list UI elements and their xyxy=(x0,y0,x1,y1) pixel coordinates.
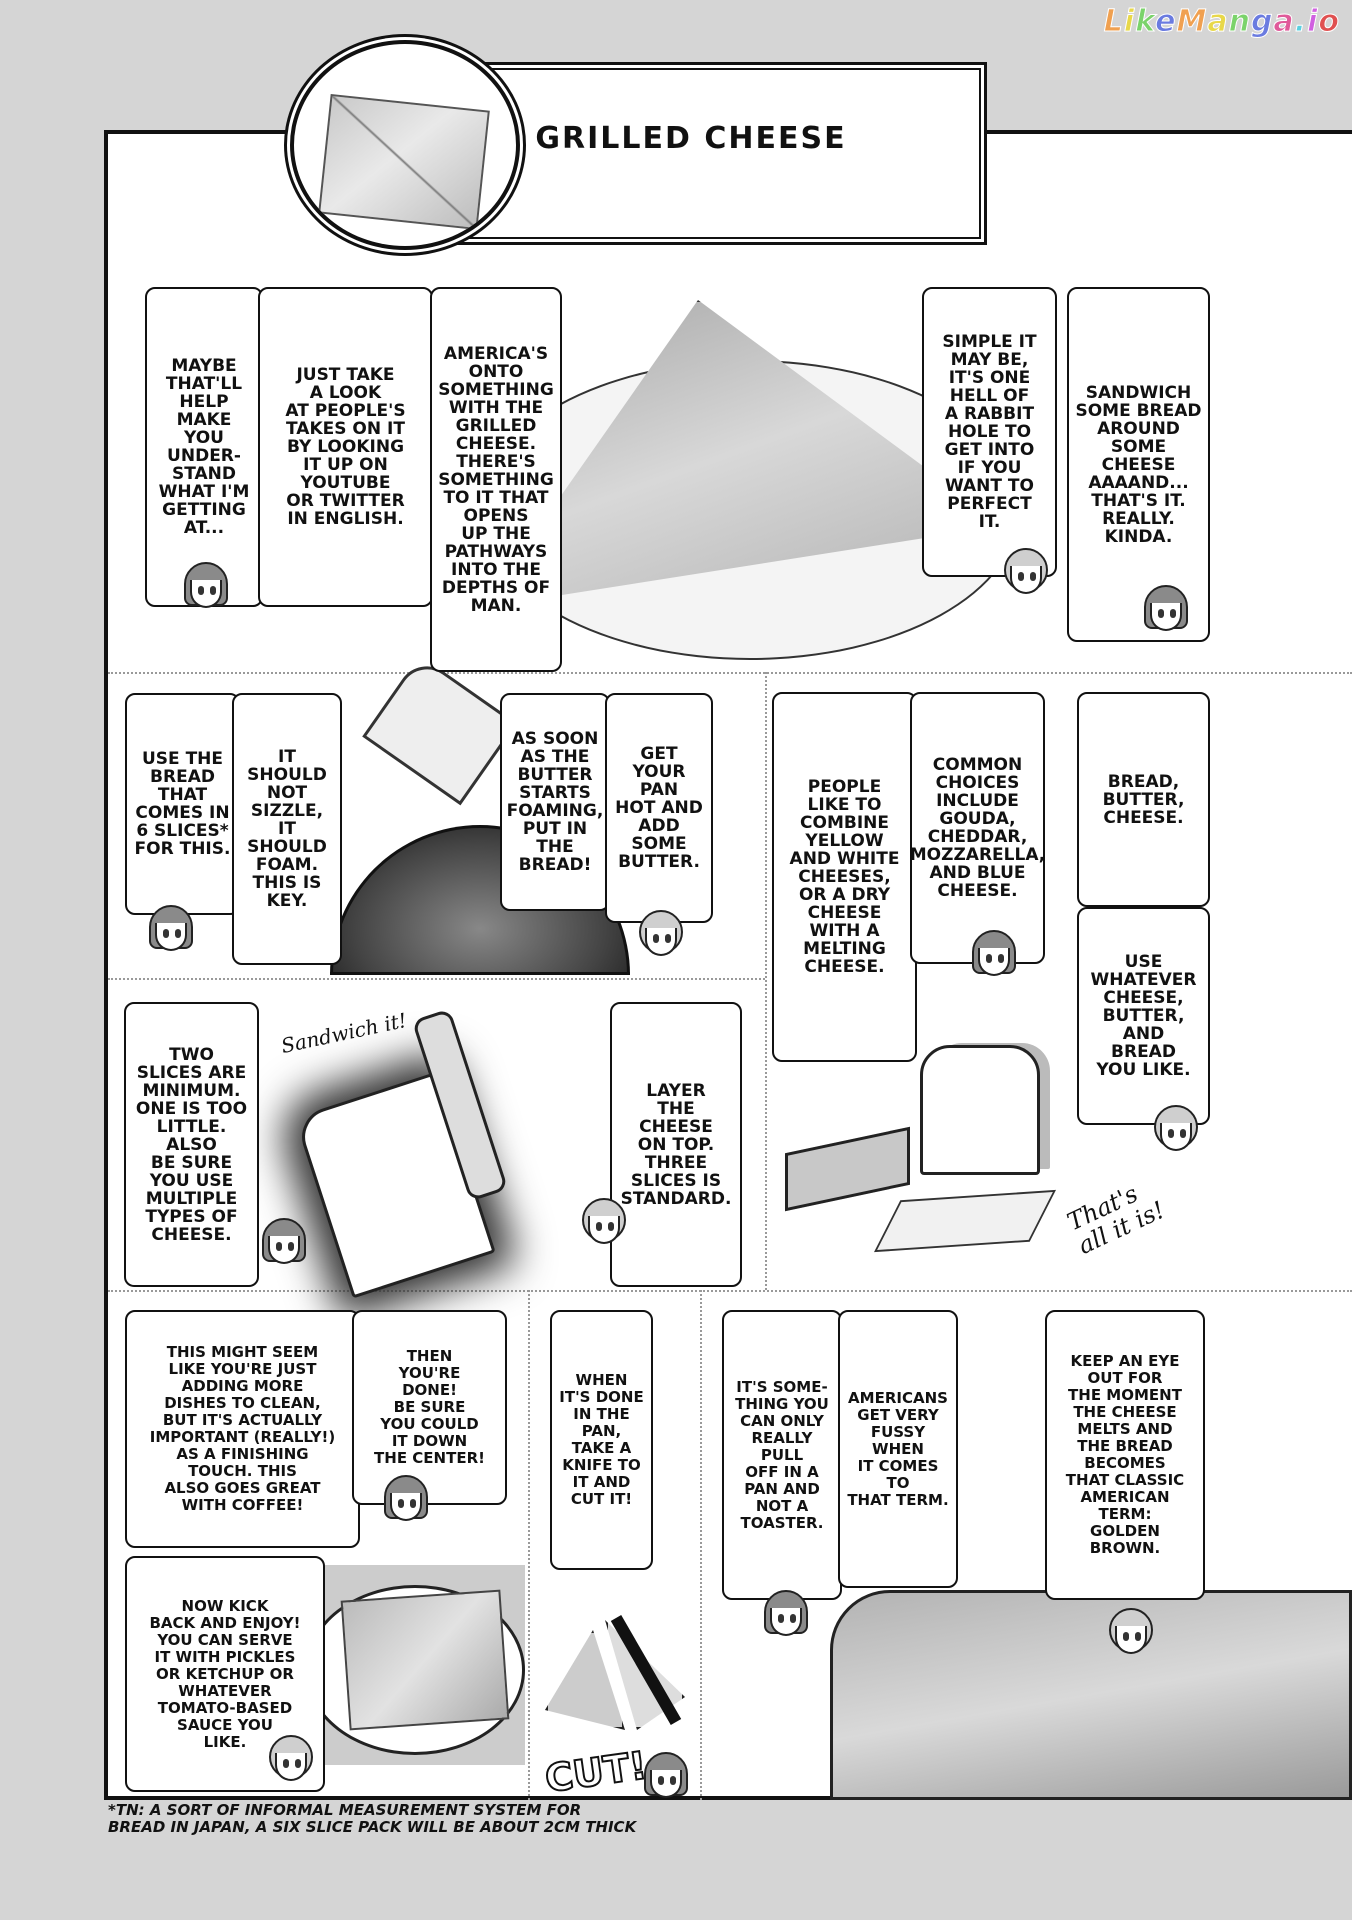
speech-bubble: AS SOON AS THE BUTTER STARTS FOAMING, PU… xyxy=(500,693,610,911)
speech-bubble: THEN YOU'RE DONE! BE SURE YOU COULD IT D… xyxy=(352,1310,507,1505)
dark-hair-chibi-avatar xyxy=(968,930,1020,986)
translator-footnote: *TN: A SORT OF INFORMAL MEASUREMENT SYST… xyxy=(108,1801,637,1836)
grilled-cheese-illustration xyxy=(290,40,520,250)
light-hair-chibi-avatar xyxy=(635,910,687,966)
page-title: GRILLED CHEESE xyxy=(535,121,847,156)
speech-bubble: LAYER THE CHEESE ON TOP. THREE SLICES IS… xyxy=(610,1002,742,1287)
speech-bubble: BREAD, BUTTER, CHEESE. xyxy=(1077,692,1210,907)
panel-divider xyxy=(108,1290,1352,1292)
panel-divider xyxy=(765,672,767,1290)
speech-bubble: AMERICA'S ONTO SOMETHING WITH THE GRILLE… xyxy=(430,287,562,672)
watermark: LikeManga.io xyxy=(1103,4,1340,40)
speech-bubble: COMMON CHOICES INCLUDE GOUDA, CHEDDAR, M… xyxy=(910,692,1045,964)
speech-bubble: JUST TAKE A LOOK AT PEOPLE'S TAKES ON IT… xyxy=(258,287,433,607)
watermark-letter: i xyxy=(1123,4,1136,40)
light-hair-chibi-avatar xyxy=(1150,1105,1202,1161)
speech-bubble: USE WHATEVER CHEESE, BUTTER, AND BREAD Y… xyxy=(1077,907,1210,1125)
light-hair-chibi-avatar xyxy=(1105,1608,1157,1664)
speech-bubble: KEEP AN EYE OUT FOR THE MOMENT THE CHEES… xyxy=(1045,1310,1205,1600)
dark-hair-chibi-avatar xyxy=(760,1590,812,1646)
panel-divider xyxy=(108,978,765,980)
dark-hair-chibi-avatar xyxy=(145,905,197,961)
cut-sandwich-illustration xyxy=(545,1610,685,1740)
light-hair-chibi-avatar xyxy=(1000,548,1052,604)
watermark-letter: L xyxy=(1103,4,1124,40)
dark-hair-chibi-avatar xyxy=(640,1752,692,1808)
watermark-letter: i xyxy=(1307,4,1319,40)
watermark-letter: e xyxy=(1155,4,1177,40)
dark-hair-chibi-avatar xyxy=(1140,585,1192,641)
dark-hair-chibi-avatar xyxy=(258,1218,310,1274)
dark-hair-chibi-avatar xyxy=(380,1475,432,1531)
speech-bubble: MAYBE THAT'LL HELP MAKE YOU UNDER- STAND… xyxy=(145,287,263,607)
watermark-letter: . xyxy=(1294,4,1308,40)
panel-divider xyxy=(528,1290,530,1800)
panel-divider xyxy=(108,672,1352,674)
watermark-letter: a xyxy=(1273,4,1295,40)
speech-bubble: SANDWICH SOME BREAD AROUND SOME CHEESE A… xyxy=(1067,287,1210,642)
speech-bubble: AMERICANS GET VERY FUSSY WHEN IT COMES T… xyxy=(838,1310,958,1588)
bread-loaf-illustration xyxy=(920,1045,1040,1175)
served-sandwich-plate-illustration xyxy=(305,1565,525,1765)
watermark-letter: k xyxy=(1135,4,1156,40)
golden-brown-sandwich-closeup xyxy=(830,1590,1352,1800)
speech-bubble: THIS MIGHT SEEM LIKE YOU'RE JUST ADDING … xyxy=(125,1310,360,1548)
watermark-letter: M xyxy=(1176,4,1208,40)
speech-bubble: IT'S SOME- THING YOU CAN ONLY REALLY PUL… xyxy=(722,1310,842,1600)
speech-bubble: PEOPLE LIKE TO COMBINE YELLOW AND WHITE … xyxy=(772,692,917,1062)
watermark-letter: g xyxy=(1250,4,1274,40)
watermark-letter: o xyxy=(1318,4,1340,40)
speech-bubble: IT SHOULD NOT SIZZLE, IT SHOULD FOAM. TH… xyxy=(232,693,342,965)
speech-bubble: GET YOUR PAN HOT AND ADD SOME BUTTER. xyxy=(605,693,713,923)
light-hair-chibi-avatar xyxy=(578,1198,630,1254)
light-hair-chibi-avatar xyxy=(265,1735,317,1791)
speech-bubble: TWO SLICES ARE MINIMUM. ONE IS TOO LITTL… xyxy=(124,1002,259,1287)
speech-bubble: USE THE BREAD THAT COMES IN 6 SLICES* FO… xyxy=(125,693,240,915)
toast-image xyxy=(318,93,490,231)
watermark-letter: a xyxy=(1207,4,1229,40)
watermark-letter: n xyxy=(1228,4,1251,40)
speech-bubble: WHEN IT'S DONE IN THE PAN, TAKE A KNIFE … xyxy=(550,1310,653,1570)
speech-bubble: SIMPLE IT MAY BE, IT'S ONE HELL OF A RAB… xyxy=(922,287,1057,577)
panel-divider xyxy=(700,1290,702,1800)
dark-hair-chibi-avatar xyxy=(180,562,232,618)
